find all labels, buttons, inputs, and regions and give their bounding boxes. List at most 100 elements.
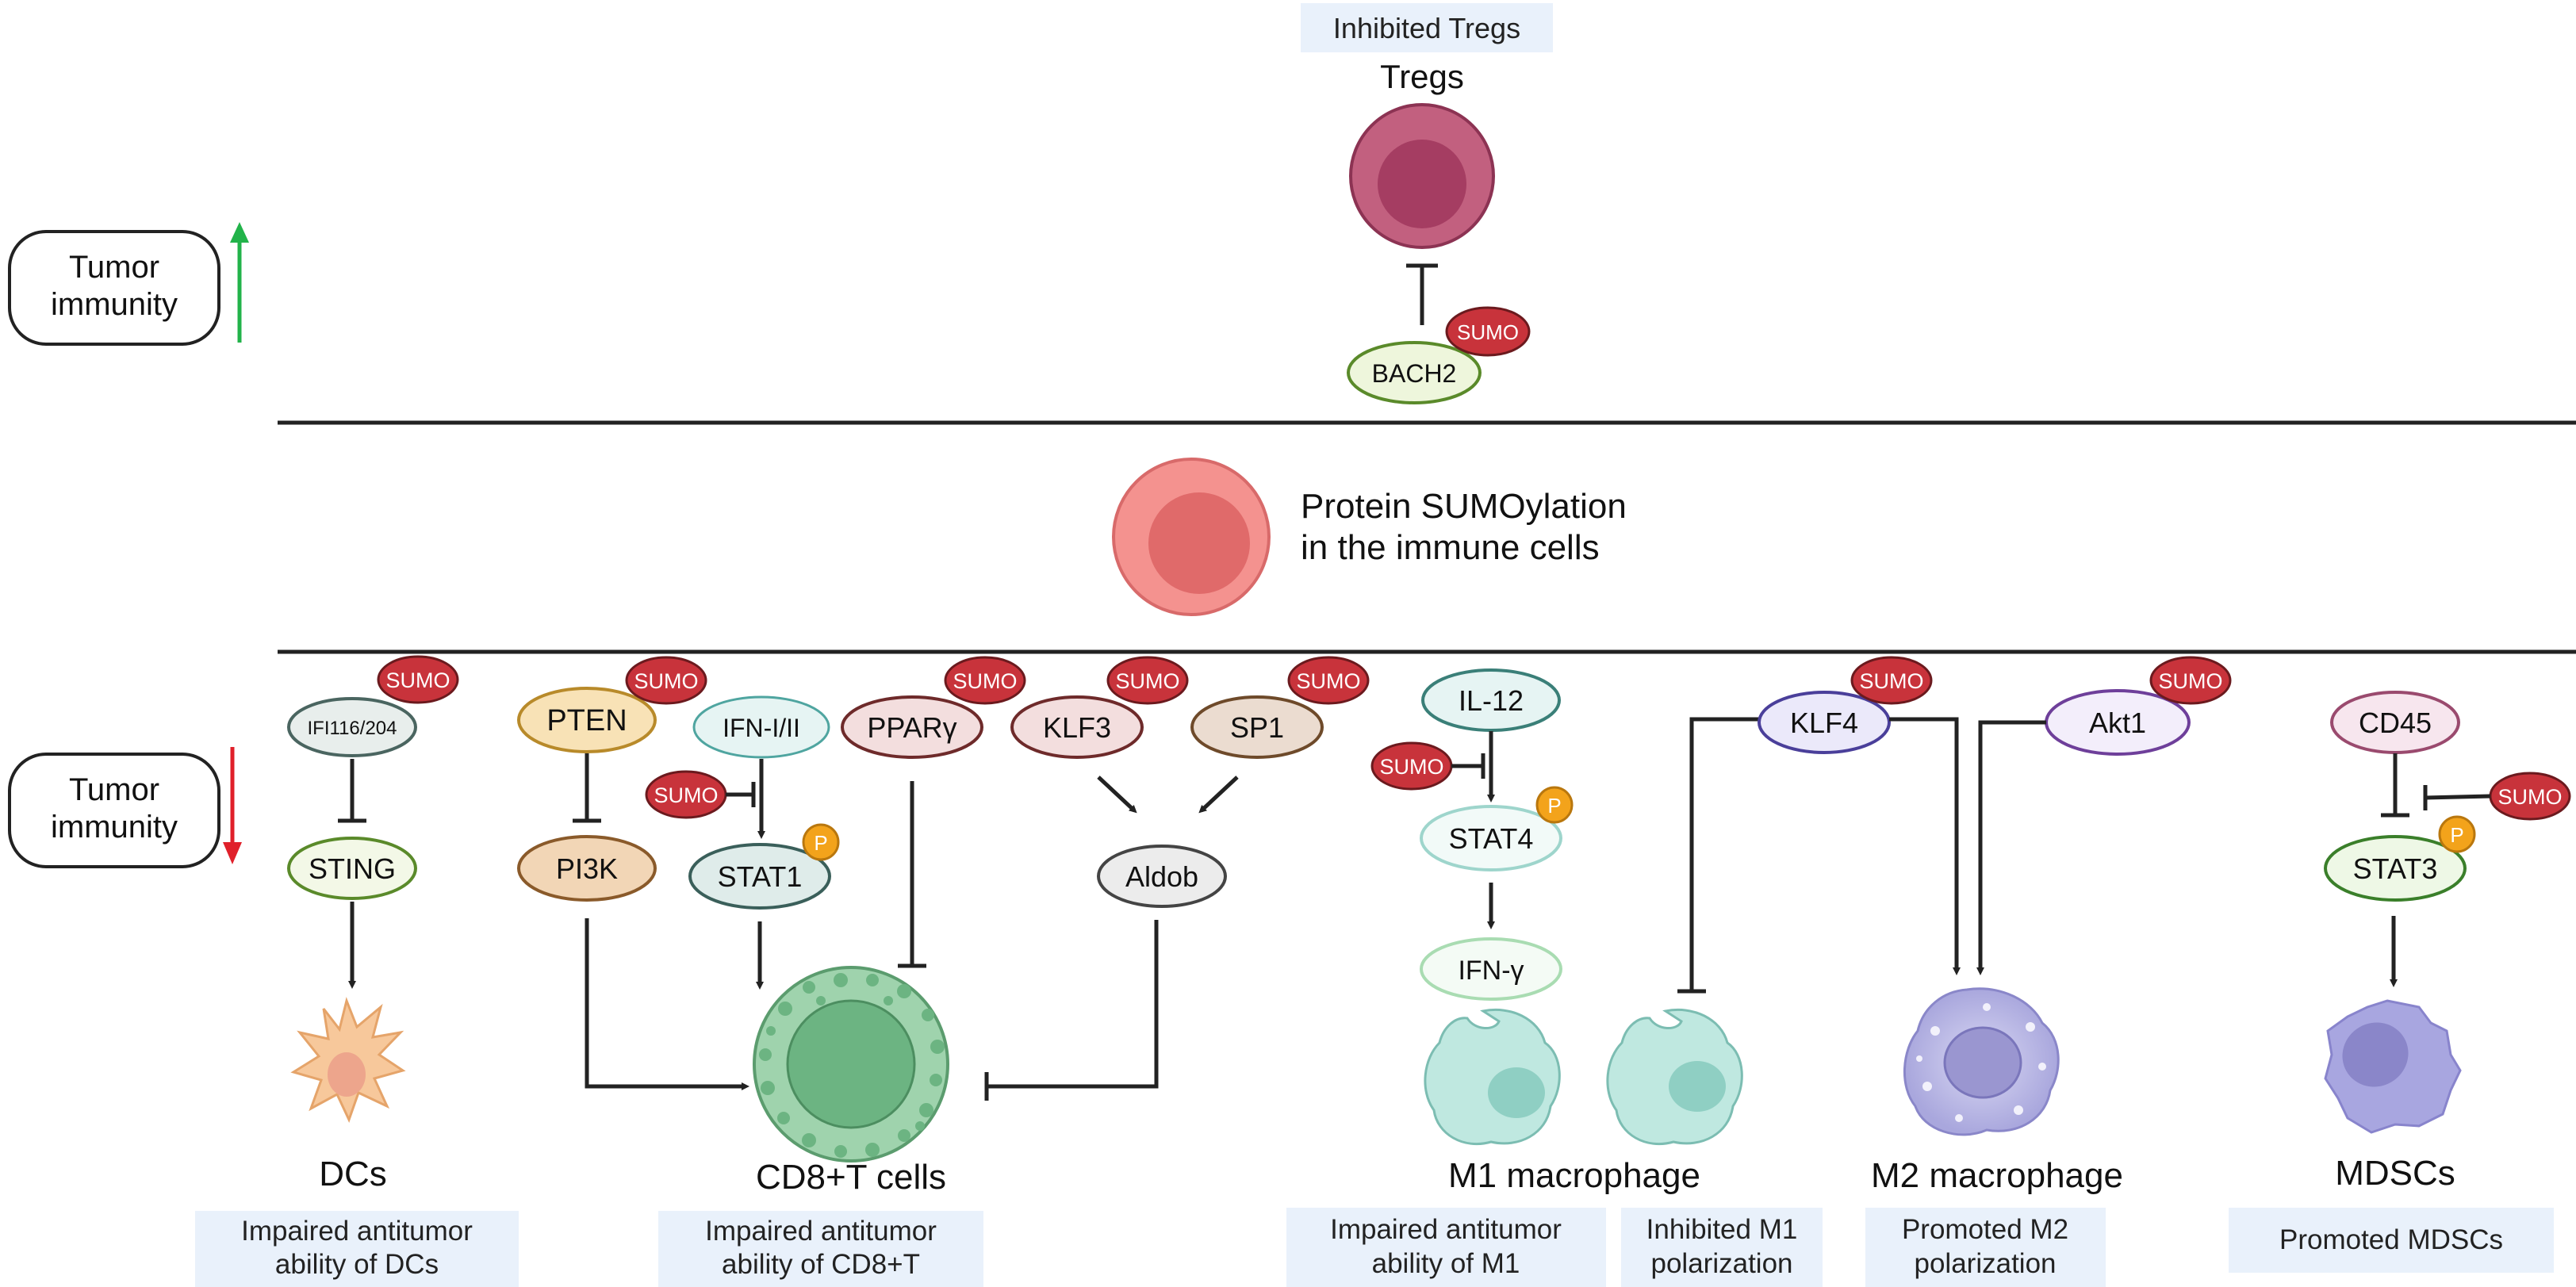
mdscs-outcome-box: Promoted MDSCs <box>2229 1208 2554 1273</box>
phospho-tag-stat1: P <box>802 823 840 861</box>
akt1-node: Akt1 <box>2045 689 2191 756</box>
cd8-label: CD8+T cells <box>756 1158 946 1197</box>
immunity-text-upper: immunity <box>51 287 178 322</box>
svg-text:SUMO: SUMO <box>2498 785 2563 809</box>
svg-text:CD45: CD45 <box>2359 707 2432 739</box>
svg-text:Impaired antitumor: Impaired antitumor <box>241 1216 473 1247</box>
svg-text:SUMO: SUMO <box>654 783 719 807</box>
svg-text:ability of CD8+T: ability of CD8+T <box>722 1249 920 1280</box>
svg-text:PPARγ: PPARγ <box>867 711 956 744</box>
sumo-tag-klf3: SUMO <box>1106 656 1189 705</box>
tumor-immunity-up-label: Tumor immunity <box>8 230 220 346</box>
svg-text:PTEN: PTEN <box>546 704 627 737</box>
svg-text:ability of DCs: ability of DCs <box>275 1249 439 1280</box>
m2-label: M2 macrophage <box>1871 1156 2123 1195</box>
m1-polarization-outcome-box: Inhibited M1 polarization <box>1621 1208 1823 1287</box>
m2-outcome-box: Promoted M2 polarization <box>1865 1208 2106 1287</box>
svg-text:STAT3: STAT3 <box>2353 852 2438 885</box>
tumor-text-lower: Tumor <box>69 772 159 807</box>
cd45-inhibits-stat3 <box>2381 753 2409 818</box>
sumo-tag-klf4: SUMO <box>1850 656 1933 705</box>
svg-text:SUMO: SUMO <box>2159 669 2223 693</box>
ppar-inhibits-cd8 <box>898 781 926 968</box>
sumo-inhibits-stat1 <box>726 782 756 807</box>
svg-text:SUMO: SUMO <box>953 669 1018 693</box>
svg-text:SP1: SP1 <box>1230 711 1284 744</box>
ifn-node: IFN-I/II <box>692 695 830 759</box>
sting-node: STING <box>287 837 417 900</box>
m1-macrophage-cell-b <box>1606 1008 1743 1146</box>
svg-text:Impaired antitumor: Impaired antitumor <box>705 1216 937 1247</box>
tregs-cell <box>1349 103 1495 249</box>
immunity-text-lower: immunity <box>51 810 178 845</box>
svg-text:Aldob: Aldob <box>1125 860 1198 893</box>
cd45-node: CD45 <box>2330 691 2460 754</box>
svg-text:IFN-γ: IFN-γ <box>1458 956 1524 986</box>
svg-text:P: P <box>2450 823 2463 847</box>
bach2-node: BACH2 <box>1347 341 1482 404</box>
sp1-activates-aldob <box>1198 776 1239 814</box>
svg-text:SUMO: SUMO <box>1380 755 1444 779</box>
up-arrow-icon <box>230 222 249 343</box>
pi3k-node: PI3K <box>517 835 657 902</box>
sumoylation-title-line1: Protein SUMOylation <box>1301 487 1627 526</box>
ifi116-inhibits-sting <box>338 759 366 823</box>
cd8-outcome-box: Impaired antitumor ability of CD8+T <box>658 1211 983 1287</box>
center-immune-cell <box>1112 458 1271 616</box>
il12-node: IL-12 <box>1421 668 1561 732</box>
svg-text:STAT4: STAT4 <box>1449 822 1534 855</box>
pi3k-activates-cd8 <box>585 918 749 1090</box>
ifi116-node: IFI116/204 <box>287 697 417 757</box>
sumo-tag-bach2: SUMO <box>1445 306 1531 357</box>
tregs-label: Tregs <box>1380 58 1464 95</box>
svg-text:SUMO: SUMO <box>1297 669 1361 693</box>
phospho-tag-stat3: P <box>2438 815 2476 853</box>
cd8-t-cell <box>753 966 949 1163</box>
mdsc-cell <box>2324 999 2462 1134</box>
pten-node: PTEN <box>517 687 657 753</box>
tumor-immunity-down-label: Tumor immunity <box>8 753 220 868</box>
pten-inhibits-pi3k <box>573 753 601 823</box>
svg-text:SUMO: SUMO <box>386 668 450 692</box>
ppar-node: PPARγ <box>841 695 983 759</box>
sumoylation-title-line2: in the immune cells <box>1301 528 1600 567</box>
svg-text:PI3K: PI3K <box>556 852 618 885</box>
svg-text:Promoted MDSCs: Promoted MDSCs <box>2279 1224 2503 1255</box>
ifng-node: IFN-γ <box>1420 937 1562 1001</box>
svg-text:Impaired antitumor: Impaired antitumor <box>1330 1214 1562 1245</box>
aldob-node: Aldob <box>1097 845 1227 908</box>
klf3-activates-aldob <box>1097 776 1137 814</box>
svg-text:KLF4: KLF4 <box>1790 707 1858 739</box>
sumo-tag-akt1: SUMO <box>2149 656 2232 705</box>
m1-ability-outcome-box: Impaired antitumor ability of M1 <box>1286 1208 1606 1287</box>
aldob-inhibits-cd8 <box>984 920 1159 1101</box>
svg-text:P: P <box>814 831 827 855</box>
phospho-tag-stat4: P <box>1535 786 1574 824</box>
sumo-inhibits-stat4 <box>1451 753 1485 779</box>
sumo-tag-ifi116: SUMO <box>377 655 459 704</box>
dcs-outcome-box: Impaired antitumor ability of DCs <box>195 1211 519 1287</box>
sumo-tag-sp1: SUMO <box>1287 656 1370 705</box>
m1-label: M1 macrophage <box>1448 1156 1700 1195</box>
m1-macrophage-cell-a <box>1424 1008 1561 1146</box>
klf4-node: KLF4 <box>1758 691 1891 754</box>
mdscs-label: MDSCs <box>2335 1154 2455 1193</box>
svg-text:KLF3: KLF3 <box>1043 711 1111 744</box>
m2-macrophage-cell <box>1903 987 2060 1136</box>
sumo-tag-stat3: SUMO <box>2489 772 2571 821</box>
svg-text:IL-12: IL-12 <box>1459 684 1524 717</box>
dcs-label: DCs <box>319 1155 387 1193</box>
sumo-tag-pten: SUMO <box>625 656 707 705</box>
sp1-node: SP1 <box>1190 695 1324 759</box>
svg-text:P: P <box>1547 794 1561 818</box>
svg-text:STING: STING <box>309 852 396 885</box>
down-arrow-icon <box>223 747 242 864</box>
inhibited-tregs-text: Inhibited Tregs <box>1333 12 1520 44</box>
bach2-label: BACH2 <box>1372 359 1457 388</box>
klf4-inhibits-m1 <box>1677 717 1759 994</box>
sumo-inhibits-stat3 <box>2423 785 2491 810</box>
svg-text:polarization: polarization <box>1915 1248 2057 1279</box>
svg-text:Promoted M2: Promoted M2 <box>1902 1214 2068 1245</box>
stat4-node: STAT4 <box>1420 805 1562 871</box>
